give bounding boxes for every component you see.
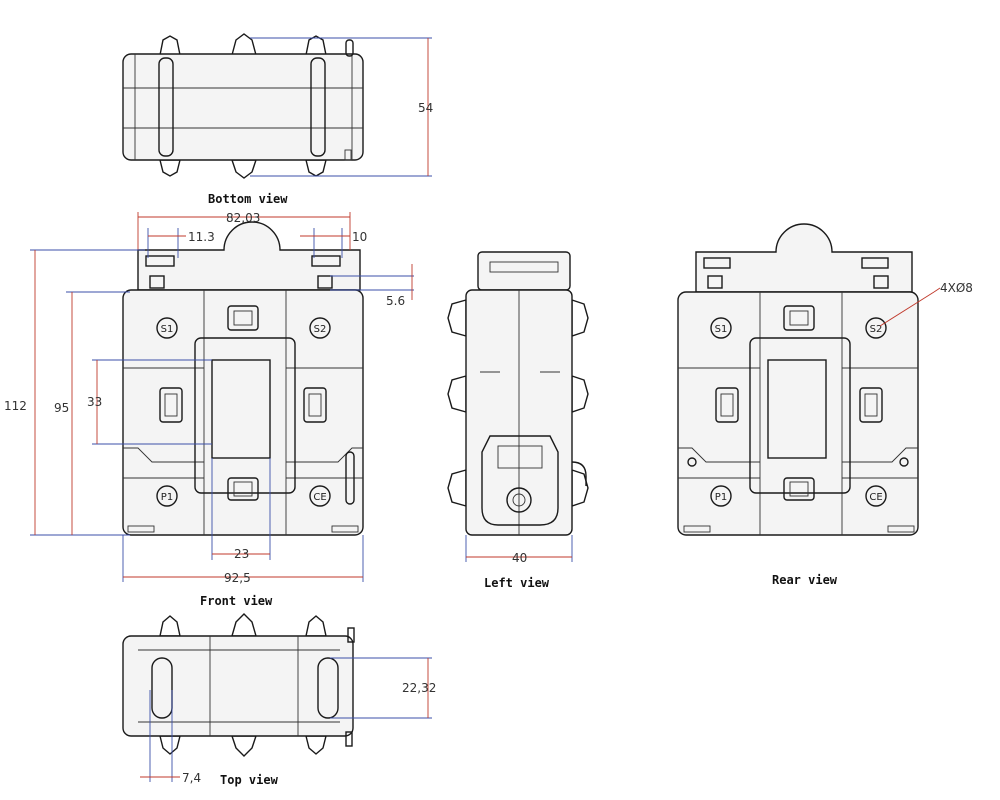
dim-top-height: 22,32 [402, 681, 436, 695]
dim-front-window-height: 33 [87, 395, 102, 409]
dim-top-offset: 7,4 [182, 771, 201, 785]
left-view-label: Left view [484, 576, 550, 590]
rear-marking-s2: S2 [870, 324, 883, 335]
rear-marking-s1: S1 [715, 324, 728, 335]
top-view-label: Top view [220, 773, 279, 787]
marking-s2: S2 [314, 324, 327, 335]
marking-s1: S1 [161, 324, 174, 335]
rear-marking-ce: CE [869, 492, 882, 503]
bottom-view-label: Bottom view [208, 192, 288, 206]
front-view-label: Front view [200, 594, 273, 608]
dim-rear-holes: 4XØ8 [940, 281, 973, 295]
rear-marking-p1: P1 [715, 492, 727, 503]
rear-view-label: Rear view [772, 573, 838, 587]
dim-front-step: 5.6 [386, 294, 405, 308]
marking-p1: P1 [161, 492, 173, 503]
bottom-view: 54 Bottom view [122, 33, 433, 206]
dim-front-width-top: 82,03 [226, 211, 260, 225]
dim-front-height-total: 112 [4, 399, 27, 413]
dim-left-depth: 40 [512, 551, 527, 565]
dim-bottom-height: 54 [418, 101, 433, 115]
marking-ce: CE [313, 492, 326, 503]
dim-front-height-body: 95 [54, 401, 69, 415]
dim-front-window-width: 23 [234, 547, 249, 561]
dim-front-slot-right: 10 [352, 230, 367, 244]
left-view: 40 Left view [447, 251, 589, 590]
rear-view: S1 S2 P1 CE 4XØ8 Rear view [677, 223, 973, 587]
front-view: S1 S2 P1 CE 82,03 11.3 10 5.6 [4, 211, 414, 608]
top-view: 22,32 7,4 Top view [122, 613, 436, 787]
dim-front-width-total: 92,5 [224, 571, 251, 585]
dim-front-slot-left: 11.3 [188, 230, 215, 244]
